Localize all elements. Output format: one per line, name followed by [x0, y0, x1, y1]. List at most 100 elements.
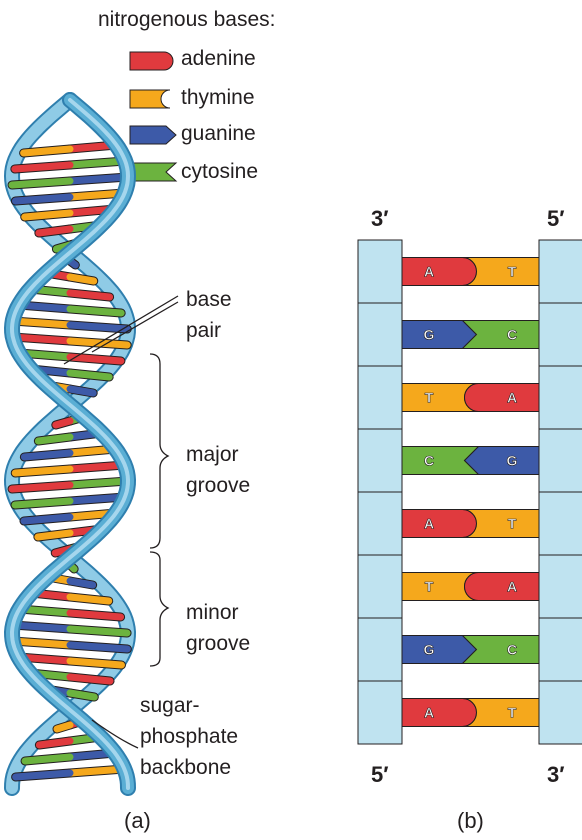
- major-groove-label-line1: major: [186, 439, 250, 470]
- left-backbone-segment: [358, 429, 402, 492]
- helix-rung-half: [24, 453, 70, 457]
- helix-rung-half: [15, 197, 70, 201]
- guanine-shape-icon: [130, 126, 176, 144]
- helix-rung-half: [70, 309, 121, 313]
- helix-rung-half: [15, 501, 70, 505]
- helix-rung-half: [39, 229, 70, 233]
- right-strand-bottom-label: 3′: [547, 762, 565, 788]
- major-groove-label-line2: groove: [186, 470, 250, 501]
- base-pair-rung: TA: [402, 384, 539, 412]
- major-groove-bracket: [150, 354, 168, 548]
- helix-rung-half: [70, 581, 93, 585]
- left-base-letter: G: [424, 642, 435, 658]
- helix-rung-half: [70, 357, 121, 361]
- helix-rung-half: [70, 661, 121, 665]
- adenine-shape-icon: [130, 52, 173, 70]
- right-base-letter: A: [507, 390, 517, 406]
- helix-rung-half: [12, 485, 70, 489]
- right-base-letter: T: [508, 705, 517, 721]
- helix-rung-half: [24, 149, 70, 153]
- left-base: [402, 636, 477, 664]
- left-base-letter: A: [424, 516, 434, 532]
- helix-rung-half: [70, 373, 109, 377]
- left-base: [402, 699, 477, 727]
- right-base-letter: T: [508, 516, 517, 532]
- minor-groove-bracket: [150, 552, 168, 666]
- helix-rung-half: [70, 177, 128, 181]
- helix-rung-half: [12, 181, 70, 185]
- backbone-label: sugar- phosphate backbone: [140, 690, 238, 783]
- helix-rung-half: [70, 277, 94, 281]
- legend-icons: [130, 52, 176, 181]
- legend-label-thymine: thymine: [181, 86, 255, 110]
- helix-rung-half: [70, 645, 127, 649]
- helix-rung-half: [70, 629, 127, 633]
- base-pair-label-line1: base: [186, 284, 232, 315]
- helix-rung-half: [57, 725, 70, 729]
- left-strand-top-label: 3′: [371, 206, 389, 232]
- right-base-letter: A: [507, 579, 517, 595]
- right-backbone-segment: [539, 366, 582, 429]
- left-base: [402, 510, 477, 538]
- panel-a-caption: (a): [124, 808, 151, 834]
- right-base-letter: C: [507, 327, 517, 343]
- right-backbone-segment: [539, 303, 582, 366]
- helix-rung-half: [24, 517, 70, 521]
- left-base-letter: G: [424, 327, 435, 343]
- left-base: [402, 258, 477, 286]
- left-base-letter: A: [424, 705, 434, 721]
- helix-rung-half: [70, 677, 110, 681]
- helix-rung-half: [13, 625, 70, 629]
- right-base-letter: C: [507, 642, 517, 658]
- right-base: [465, 384, 539, 412]
- helix-rung-half: [70, 325, 127, 329]
- backbone-label-line1: sugar-: [140, 690, 238, 721]
- legend-label-guanine: guanine: [181, 122, 256, 146]
- right-backbone-segment: [539, 555, 582, 618]
- right-backbone-segment: [539, 681, 582, 744]
- cytosine-shape-icon: [130, 163, 176, 181]
- base-pair-label-line2: pair: [186, 315, 232, 346]
- double-helix: [12, 100, 128, 788]
- right-backbone-segment: [539, 240, 582, 303]
- left-base-letter: C: [424, 453, 434, 469]
- left-backbone-segment: [358, 555, 402, 618]
- legend-label-adenine: adenine: [181, 47, 256, 71]
- left-backbone-segment: [358, 492, 402, 555]
- right-base-letter: T: [508, 264, 517, 280]
- left-base-letter: A: [424, 264, 434, 280]
- thymine-shape-icon: [130, 90, 170, 108]
- helix-rung-half: [38, 533, 70, 537]
- left-base-letter: T: [425, 579, 434, 595]
- right-base-letter: G: [507, 453, 518, 469]
- right-backbone-segment: [539, 429, 582, 492]
- left-backbone-segment: [358, 303, 402, 366]
- backbone-label-line3: backbone: [140, 752, 238, 783]
- major-groove-label: major groove: [186, 439, 250, 501]
- left-backbone-segment: [358, 366, 402, 429]
- helix-rung-half: [16, 773, 70, 777]
- left-base-letter: T: [425, 390, 434, 406]
- right-base: [465, 573, 539, 601]
- minor-groove-label: minor groove: [186, 597, 250, 659]
- left-backbone-segment: [358, 240, 402, 303]
- helix-rung-half: [13, 321, 70, 325]
- helix-rung-half: [70, 389, 93, 393]
- right-base: [465, 447, 540, 475]
- left-base: [402, 321, 477, 349]
- minor-groove-label-line2: groove: [186, 628, 250, 659]
- helix-rung-half: [70, 597, 109, 601]
- right-backbone-segment: [539, 618, 582, 681]
- left-backbone-segment: [358, 618, 402, 681]
- helix-rung-half: [15, 165, 70, 169]
- helix-rung-half: [25, 757, 70, 761]
- base-pair-label: base pair: [186, 284, 232, 346]
- left-backbone-segment: [358, 681, 402, 744]
- left-strand-bottom-label: 5′: [371, 762, 389, 788]
